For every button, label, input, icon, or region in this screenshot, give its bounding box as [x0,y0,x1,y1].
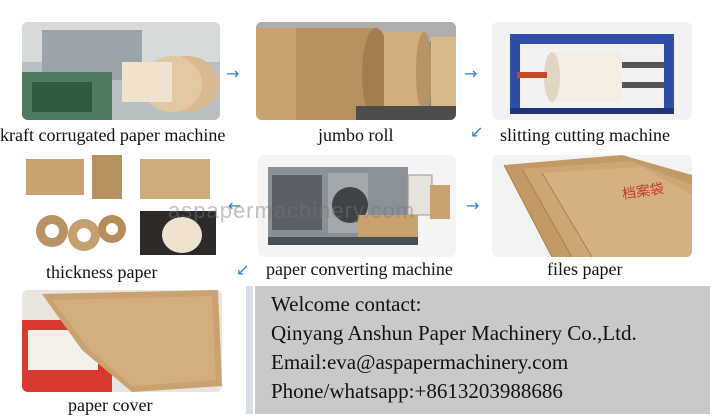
arrow-right-icon: → [226,64,240,83]
arrow-right-icon: → [464,64,478,83]
arrow-right-icon: → [466,196,480,215]
converting-machine-photo [258,155,456,257]
slitting-machine-photo [492,22,692,120]
arrow-down-left-icon: ↙ [470,122,484,141]
arrow-left-icon: ← [228,196,242,215]
contact-heading: Welcome contact: [271,292,422,316]
files-paper-photo: 档案袋 [492,155,692,257]
thickness-paper-photo [22,155,220,257]
company-name: Qinyang Anshun Paper Machinery Co.,Ltd. [271,321,637,345]
jumbo-roll-photo [256,22,456,120]
contact-email: Email:eva@aspapermachinery.com [271,350,569,374]
watermark: aspapermachinery.com [168,198,416,223]
kraft-machine-photo [22,22,220,120]
contact-box: Welcome contact: Qinyang Anshun Paper Ma… [255,286,710,414]
step-caption-files-paper: files paper [547,259,623,279]
contact-phone: Phone/whatsapp:+8613203988686 [271,379,563,403]
step-caption-jumbo-roll: jumbo roll [318,125,394,145]
step-caption-kraft-machine: kraft corrugated paper machine [0,125,226,145]
arrow-down-left-icon: ↙ [236,260,250,279]
paper-cover-photo [22,290,222,392]
step-caption-thickness-paper: thickness paper [46,262,158,282]
step-caption-converting-machine: paper converting machine [266,259,453,279]
contact-box-edge [246,286,253,414]
step-caption-paper-cover: paper cover [68,395,153,415]
step-caption-slitting-machine: slitting cutting machine [500,125,670,145]
